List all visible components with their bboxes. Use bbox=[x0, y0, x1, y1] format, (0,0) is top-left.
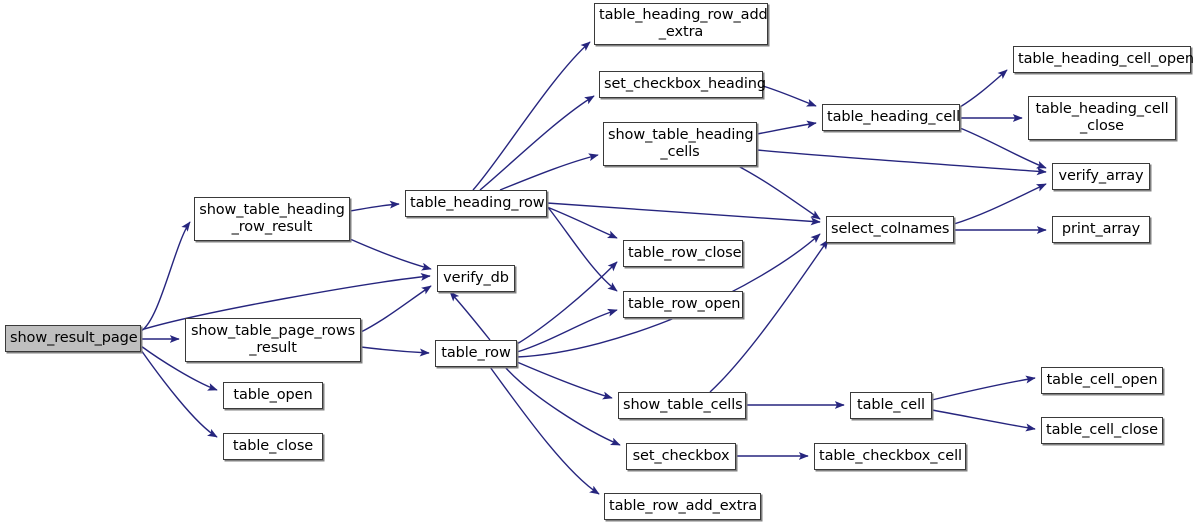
node-table_heading_cell[interactable]: table_heading_cell bbox=[822, 104, 960, 131]
node-select_colnames[interactable]: select_colnames bbox=[826, 216, 954, 243]
edge-table_heading_cell-to-table_heading_cell_open bbox=[959, 69, 1008, 108]
node-show_table_page_rows_result[interactable]: show_table_page_rows _result bbox=[185, 318, 361, 362]
node-show_table_heading_cells[interactable]: show_table_heading _cells bbox=[603, 122, 757, 166]
edge-table_heading_row-to-show_table_heading_cells bbox=[499, 153, 599, 191]
node-label-table_open: table_open bbox=[233, 387, 313, 403]
edge-table_row-to-table_row_open bbox=[516, 308, 618, 353]
node-label-show_table_heading_row_result: show_table_heading _row_result bbox=[199, 202, 345, 235]
node-verify_db[interactable]: verify_db bbox=[437, 265, 515, 292]
node-table_cell_close[interactable]: table_cell_close bbox=[1041, 417, 1163, 444]
node-set_checkbox_heading[interactable]: set_checkbox_heading bbox=[599, 71, 766, 98]
node-label-table_close: table_close bbox=[232, 438, 314, 454]
node-table_row[interactable]: table_row bbox=[435, 340, 517, 367]
edge-show_table_heading_cells-to-select_colnames bbox=[737, 165, 821, 220]
node-label-table_cell_close: table_cell_close bbox=[1046, 422, 1158, 438]
edge-table_heading_row-to-table_row_open bbox=[546, 205, 618, 292]
node-label-table_row_add_extra: table_row_add_extra bbox=[609, 498, 758, 514]
node-label-verify_db: verify_db bbox=[443, 270, 509, 286]
node-label-table_row_open: table_row_open bbox=[628, 296, 741, 312]
node-table_cell[interactable]: table_cell bbox=[850, 392, 932, 419]
edge-show_table_heading_row_result-to-verify_db bbox=[349, 238, 432, 271]
edge-table_row-to-table_row_close bbox=[516, 261, 618, 345]
node-label-verify_array: verify_array bbox=[1058, 168, 1144, 184]
edge-show_result_page-to-table_close bbox=[140, 349, 218, 438]
node-table_checkbox_cell[interactable]: table_checkbox_cell bbox=[814, 443, 966, 470]
edge-show_table_heading_cells-to-table_heading_cell bbox=[756, 120, 817, 135]
node-table_row_open[interactable]: table_row_open bbox=[623, 291, 743, 318]
edge-show_table_heading_row_result-to-table_heading_row bbox=[349, 200, 400, 212]
node-label-table_heading_cell_close: table_heading_cell _close bbox=[1035, 101, 1169, 134]
node-label-table_heading_cell_open: table_heading_cell_open bbox=[1018, 51, 1194, 67]
node-label-set_checkbox_heading: set_checkbox_heading bbox=[604, 76, 766, 92]
node-table_heading_row[interactable]: table_heading_row bbox=[405, 190, 547, 217]
node-table_heading_row_add_extra[interactable]: table_heading_row_add _extra bbox=[594, 3, 768, 45]
node-table_row_add_extra[interactable]: table_row_add_extra bbox=[604, 493, 761, 520]
node-label-table_checkbox_cell: table_checkbox_cell bbox=[819, 448, 962, 464]
edge-select_colnames-to-verify_array bbox=[953, 183, 1047, 225]
node-set_checkbox[interactable]: set_checkbox bbox=[626, 443, 736, 470]
edge-table_row-to-set_checkbox bbox=[504, 366, 621, 446]
node-label-table_cell: table_cell bbox=[857, 397, 925, 413]
node-print_array[interactable]: print_array bbox=[1052, 216, 1150, 243]
edge-show_result_page-to-show_table_heading_row_result bbox=[140, 221, 191, 332]
node-label-show_table_cells: show_table_cells bbox=[623, 397, 743, 413]
edge-table_row-to-table_row_add_extra bbox=[489, 366, 600, 495]
edge-table_heading_row-to-set_checkbox_heading bbox=[479, 95, 595, 191]
node-table_row_close[interactable]: table_row_close bbox=[623, 240, 743, 267]
node-label-table_cell_open: table_cell_open bbox=[1046, 372, 1158, 388]
node-table_open[interactable]: table_open bbox=[223, 382, 323, 409]
node-label-show_table_page_rows_result: show_table_page_rows _result bbox=[190, 323, 356, 356]
node-table_close[interactable]: table_close bbox=[223, 433, 323, 460]
node-label-set_checkbox: set_checkbox bbox=[632, 448, 730, 464]
edge-table_cell-to-table_cell_open bbox=[931, 375, 1036, 401]
edge-show_table_page_rows_result-to-table_row bbox=[360, 346, 430, 357]
node-show_result_page[interactable]: show_result_page bbox=[5, 325, 141, 352]
node-label-table_row_close: table_row_close bbox=[628, 245, 742, 261]
node-verify_array[interactable]: verify_array bbox=[1052, 163, 1150, 190]
node-label-table_heading_cell: table_heading_cell bbox=[827, 109, 960, 125]
node-label-table_row: table_row bbox=[441, 345, 511, 361]
edge-table_row-to-show_table_cells bbox=[516, 361, 613, 400]
edge-show_table_heading_cells-to-verify_array bbox=[756, 149, 1047, 176]
node-label-print_array: print_array bbox=[1061, 221, 1141, 237]
node-label-show_table_heading_cells: show_table_heading _cells bbox=[608, 127, 754, 160]
node-label-table_heading_row_add_extra: table_heading_row_add _extra bbox=[599, 7, 768, 40]
edge-set_checkbox_heading-to-table_heading_cell bbox=[762, 85, 817, 107]
node-table_heading_cell_open[interactable]: table_heading_cell_open bbox=[1013, 46, 1194, 73]
edge-show_table_page_rows_result-to-verify_db bbox=[360, 285, 432, 333]
edge-table_row-to-verify_db bbox=[449, 291, 491, 341]
edge-table_heading_row-to-table_heading_row_add_extra bbox=[472, 41, 591, 191]
node-show_table_heading_row_result[interactable]: show_table_heading _row_result bbox=[194, 197, 350, 241]
node-table_heading_cell_close[interactable]: table_heading_cell _close bbox=[1028, 96, 1176, 140]
node-table_cell_open[interactable]: table_cell_open bbox=[1041, 367, 1163, 394]
node-show_table_cells[interactable]: show_table_cells bbox=[618, 392, 746, 419]
edge-table_heading_row-to-select_colnames bbox=[546, 202, 821, 226]
edge-table_heading_row-to-table_row_close bbox=[546, 206, 618, 239]
node-label-table_heading_row: table_heading_row bbox=[410, 195, 545, 211]
node-label-select_colnames: select_colnames bbox=[831, 221, 950, 237]
node-label-show_result_page: show_result_page bbox=[10, 330, 138, 346]
edge-table_cell-to-table_cell_close bbox=[931, 409, 1036, 432]
